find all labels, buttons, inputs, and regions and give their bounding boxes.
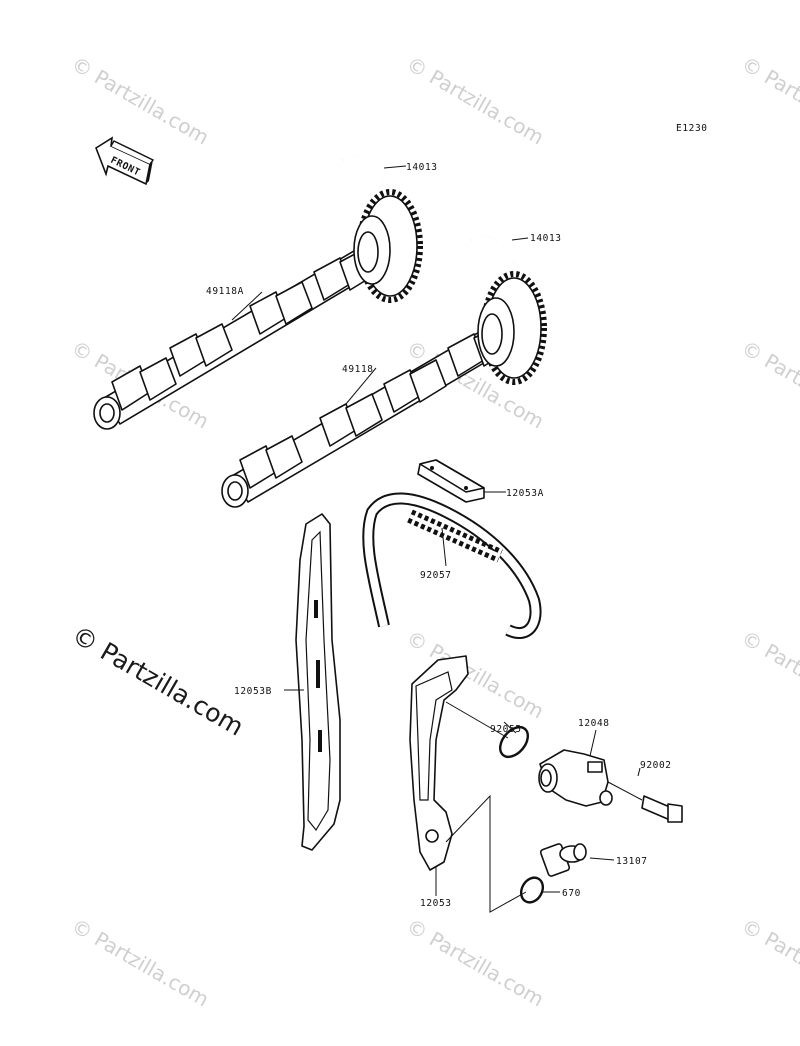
circlip-14013-b — [470, 234, 515, 263]
part-label: 92002 — [640, 760, 672, 771]
part-label: 12053B — [234, 686, 272, 697]
chain-guide-12053a — [417, 459, 485, 503]
drawing-code: E1230 — [676, 123, 708, 134]
watermark-text: © Partzilla.com — [68, 914, 214, 1012]
watermark-text: © Partzilla.com — [738, 336, 800, 434]
watermark-text: © Partzilla.com — [738, 52, 800, 150]
tensioner-guide-12053 — [409, 655, 469, 871]
front-arrow-icon: FRONT — [95, 136, 155, 186]
camshaft-49118a — [93, 189, 423, 430]
part-label: 49118A — [206, 286, 244, 297]
watermark-text: © Partzilla.com — [738, 914, 800, 1012]
watermark-text: © Partzilla.com — [403, 914, 549, 1012]
part-label: 12053 — [420, 898, 452, 909]
watermark-text: © Partzilla.com — [738, 626, 800, 724]
circlip-14013-a — [342, 155, 387, 187]
part-label: 670 — [562, 888, 581, 899]
part-labels: 14013 14013 49118A 49118 12053A 92057 12… — [206, 162, 672, 909]
plug-13107 — [539, 843, 587, 877]
part-label: 92055 — [490, 724, 522, 735]
part-label: 14013 — [530, 233, 562, 244]
watermark-text: © Partzilla.com — [68, 52, 214, 150]
bolt-92002 — [641, 795, 683, 823]
o-ring-670 — [519, 876, 545, 904]
part-label: 12053A — [506, 488, 544, 499]
leader-lines — [231, 165, 643, 913]
camshaft-49118 — [221, 271, 547, 508]
watermark-text: © Partzilla.com — [403, 52, 549, 150]
sprocket-icon — [477, 271, 547, 385]
chain-guide-12053b — [295, 513, 341, 851]
chain-tensioner-12048 — [538, 749, 613, 807]
part-label: 12048 — [578, 718, 610, 729]
cam-chain-92057 — [362, 492, 542, 639]
sprocket-icon — [353, 189, 423, 303]
o-ring-92055 — [499, 725, 529, 759]
part-label: 14013 — [406, 162, 438, 173]
watermark-prominent: © Partzilla.com — [67, 620, 249, 742]
part-label: 92057 — [420, 570, 452, 581]
part-label: 13107 — [616, 856, 648, 867]
part-label: 49118 — [342, 364, 374, 375]
